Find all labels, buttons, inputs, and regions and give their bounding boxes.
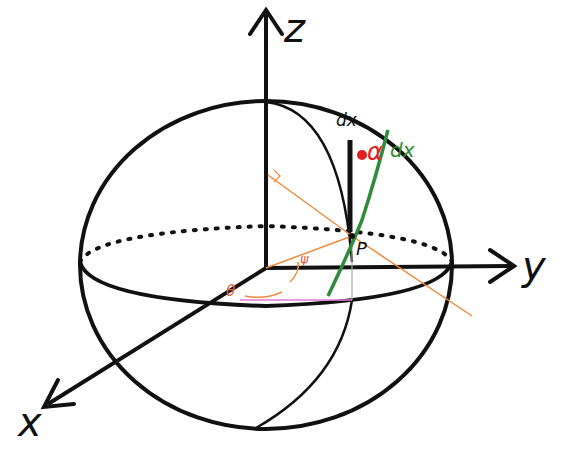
axis-label: y [522, 246, 546, 286]
dx-label: dx [336, 112, 357, 129]
angle-label: ψ [300, 252, 309, 265]
x-axis [48, 268, 266, 404]
tangent-curve [328, 130, 388, 296]
axis-label: z [284, 8, 305, 48]
angle-label: α [367, 140, 383, 164]
axis-label: x [18, 402, 42, 442]
y-axis [266, 266, 512, 268]
z-axis [264, 14, 268, 268]
angle-label: θ [226, 284, 235, 299]
dx-segment [348, 140, 353, 232]
meridian-lower [256, 300, 352, 428]
point-label: P [356, 240, 367, 258]
dx-label: dx [390, 140, 415, 160]
